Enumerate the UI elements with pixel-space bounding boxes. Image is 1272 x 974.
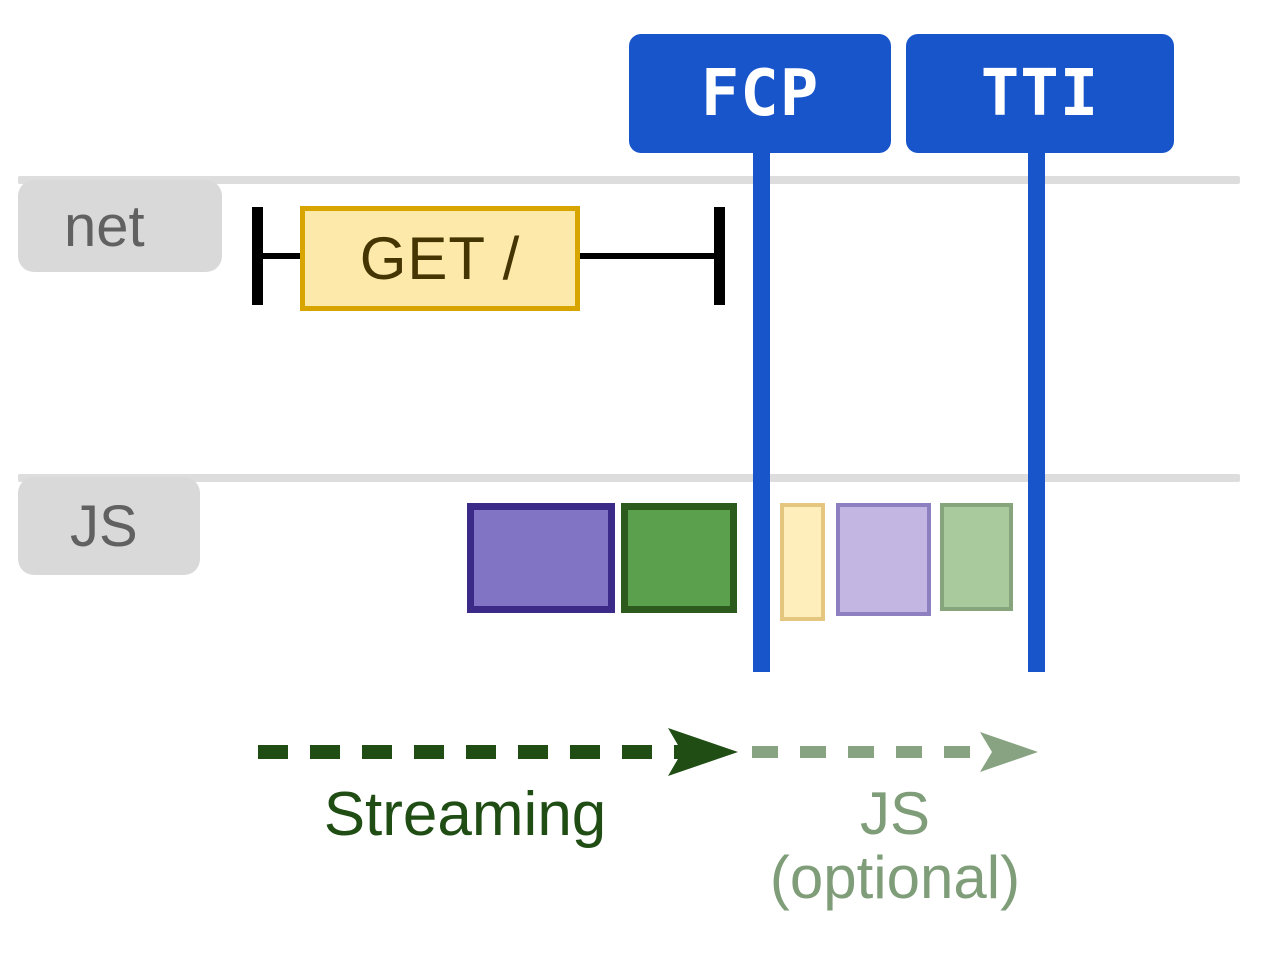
annotation-label-js-sublabel: (optional) [769,843,1021,911]
lane-label-js-text: JS [70,493,138,559]
marker-flag-tti: TTI [906,34,1174,153]
network-request-label: GET / [359,225,521,292]
lane-track-js [18,474,1240,482]
js-task-block-5 [940,503,1013,611]
network-request-box: GET / [300,206,580,311]
annotation-label-js-optional: JS (optional) [700,782,1090,909]
annotation-label-streaming: Streaming [235,782,695,848]
js-optional-arrow [752,732,1038,772]
annotation-label-js-text: JS [859,780,931,847]
lane-label-net-text: net [64,193,145,259]
lane-label-js: JS [18,477,200,575]
lane-track-net [18,176,1240,184]
js-task-block-1 [467,503,615,613]
network-request-start-cap [252,207,263,305]
js-task-block-2 [621,503,737,613]
marker-flag-fcp-label: FCP [700,56,820,131]
js-task-block-3 [780,503,825,621]
js-task-block-4 [836,503,931,616]
marker-flag-fcp: FCP [629,34,891,153]
streaming-arrow [258,728,738,776]
marker-line-fcp [753,148,770,672]
lane-label-net: net [18,180,222,272]
marker-flag-tti-label: TTI [980,56,1100,131]
network-request-end-cap [714,207,725,305]
annotation-label-streaming-text: Streaming [323,780,607,849]
annotation-arrows [258,728,1038,776]
marker-line-tti [1028,148,1045,672]
